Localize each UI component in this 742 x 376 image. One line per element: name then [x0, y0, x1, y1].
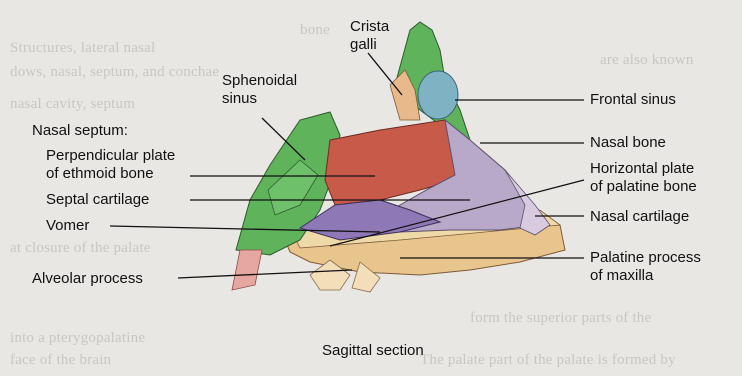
label-alveolar-process: Alveolar process: [32, 270, 143, 288]
caption-sagittal-section: Sagittal section: [322, 342, 424, 360]
label-frontal-sinus: Frontal sinus: [590, 91, 676, 109]
label-line: Sphenoidal: [222, 72, 297, 90]
label-line: Palatine process: [590, 249, 701, 267]
label-horizontal-plate: Horizontal plate of palatine bone: [590, 160, 697, 196]
label-nasal-cartilage: Nasal cartilage: [590, 208, 689, 226]
label-perpendicular-plate: Perpendicular plate of ethmoid bone: [46, 147, 175, 183]
label-crista-galli: Crista galli: [350, 18, 389, 54]
label-nasal-septum: Nasal septum:: [32, 122, 128, 140]
label-vomer: Vomer: [46, 217, 89, 235]
label-septal-cartilage: Septal cartilage: [46, 191, 149, 209]
label-line: Horizontal plate: [590, 160, 697, 178]
label-line: of palatine bone: [590, 178, 697, 196]
label-line: of maxilla: [590, 267, 701, 285]
label-palatine-process: Palatine process of maxilla: [590, 249, 701, 285]
leader-crista-galli: [368, 53, 402, 95]
label-line: galli: [350, 36, 389, 54]
label-line: Perpendicular plate: [46, 147, 175, 165]
frontal-sinus: [418, 71, 458, 119]
sphenoid-wing: [232, 250, 262, 290]
label-line: Crista: [350, 18, 389, 36]
label-sphenoidal-sinus: Sphenoidal sinus: [222, 72, 297, 108]
label-line: of ethmoid bone: [46, 165, 175, 183]
label-line: sinus: [222, 90, 297, 108]
label-nasal-bone: Nasal bone: [590, 134, 666, 152]
